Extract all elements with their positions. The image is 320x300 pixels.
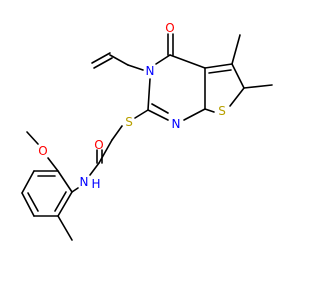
bond-c2-n1-b bbox=[151, 103, 169, 114]
bond-allyl-vinyl-double-a bbox=[91, 52, 111, 64]
bond-allyl-ch2-n bbox=[127, 64, 144, 71]
atom-labels: O N S N S O N H O bbox=[38, 21, 226, 191]
bonds bbox=[21, 33, 273, 241]
bond-c6-methyl bbox=[243, 84, 273, 89]
bond-c5-c6 bbox=[231, 63, 245, 89]
atom-label-oxygen-methoxy: O bbox=[38, 144, 47, 158]
atom-label-hydrogen-amide: H bbox=[91, 177, 100, 191]
atom-label-nitrogen-ring-n3: N bbox=[146, 64, 155, 78]
bond-s-ch2 bbox=[111, 125, 123, 141]
bond-c5-methyl bbox=[231, 34, 241, 65]
atom-label-sulfur-thioether: S bbox=[125, 115, 133, 129]
bond-c2-s bbox=[134, 109, 149, 119]
bond-n-aryl bbox=[71, 187, 79, 193]
bond-n3-c2 bbox=[147, 78, 151, 111]
bond-allyl-ch bbox=[109, 54, 129, 66]
bond-c4a-c5-b bbox=[208, 69, 232, 74]
atom-label-nitrogen-amide: N bbox=[80, 175, 89, 189]
bond-benzene-inner-3 bbox=[54, 191, 67, 212]
bond-aryl-methyl bbox=[57, 215, 73, 241]
atom-label-nitrogen-ring-n1: N bbox=[172, 117, 181, 131]
bond-allyl-vinyl-double-b bbox=[93, 57, 113, 69]
bond-benzene-5 bbox=[21, 170, 35, 194]
atom-label-oxygen-amide: O bbox=[94, 138, 103, 152]
bond-c2-n1-a bbox=[147, 109, 169, 121]
bond-benzene-inner-2 bbox=[27, 192, 39, 212]
atom-label-sulfur-thiophene: S bbox=[218, 104, 226, 118]
molecule-structure-diagram: O N S N S O N H O bbox=[21, 21, 273, 241]
bond-c4-n3 bbox=[155, 54, 171, 65]
bond-c6-s7 bbox=[229, 87, 245, 107]
bond-ch2-carbonyl bbox=[98, 139, 113, 164]
bond-amide-c-n bbox=[89, 162, 100, 176]
bond-o-methoxy-aryl bbox=[47, 157, 59, 172]
bond-c4-c4a bbox=[169, 54, 206, 69]
bond-c4a-c5-a bbox=[204, 63, 233, 69]
bond-benzene-1 bbox=[57, 170, 73, 193]
bond-n1-c7a bbox=[183, 108, 206, 121]
bond-s7-c7a bbox=[204, 108, 215, 113]
bond-benzene-2 bbox=[57, 191, 73, 217]
bond-methyl-o-methoxy bbox=[26, 131, 39, 145]
bond-benzene-4 bbox=[21, 192, 35, 217]
atom-label-oxygen-carbonyl-ring: O bbox=[165, 21, 174, 35]
